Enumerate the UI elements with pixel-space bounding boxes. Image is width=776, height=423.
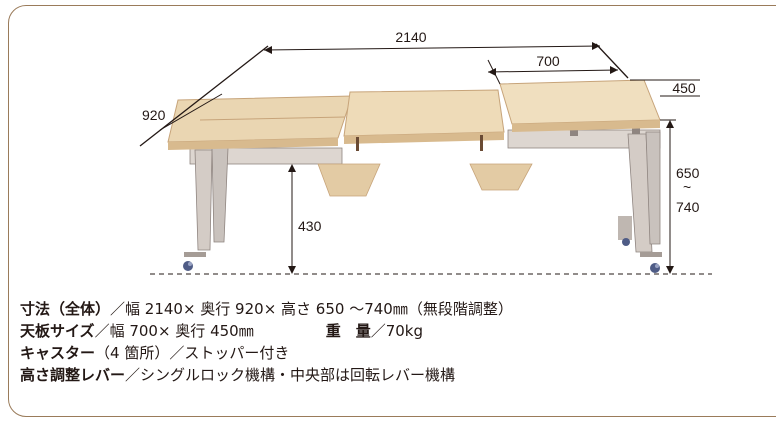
dimension-height-range: 650 ~ 740 bbox=[660, 119, 700, 274]
spec-lever-label: 高さ調整レバー bbox=[20, 366, 126, 384]
right-table bbox=[499, 79, 662, 273]
content-frame bbox=[8, 5, 776, 417]
spec-lever: 高さ調整レバー／シングルロック機構・中央部は回転レバー機構 bbox=[20, 364, 760, 386]
height-range-sep: ~ bbox=[683, 179, 691, 195]
height-min-label: 650 bbox=[676, 165, 700, 181]
top-width-label: 700 bbox=[536, 53, 560, 69]
spec-top-size: 天板サイズ／幅 700× 奥行 450㎜ 重 量／70kg bbox=[20, 320, 760, 342]
spec-lever-value: ／シングルロック機構・中央部は回転レバー機構 bbox=[125, 366, 456, 384]
spec-caster-value: （4 箇所）／ストッパー付き bbox=[95, 344, 290, 362]
dimension-depth-total: 920 bbox=[142, 93, 223, 131]
spec-top-value: ／幅 700× 奥行 450㎜ bbox=[94, 322, 254, 340]
center-table bbox=[317, 89, 533, 197]
spec-caster-label: キャスター bbox=[20, 344, 96, 362]
lower-height-label: 430 bbox=[298, 218, 322, 234]
dimension-top-depth: 450 bbox=[630, 79, 700, 97]
top-depth-label: 450 bbox=[672, 80, 696, 96]
spec-weight-value: ／70kg bbox=[370, 322, 424, 340]
width-total-label: 2140 bbox=[395, 29, 426, 45]
spec-list: 寸法（全体）／幅 2140× 奥行 920× 高さ 650 ～740㎜（無段階調… bbox=[20, 298, 760, 386]
spec-overall-value: ／幅 2140× 奥行 920× 高さ 650 ～740㎜（無段階調整） bbox=[110, 300, 513, 318]
spec-top-label: 天板サイズ bbox=[20, 322, 95, 340]
dimension-lower-height: 430 bbox=[288, 164, 322, 274]
desk-figure: 2140 700 450 920 650 ~ 740 430 bbox=[139, 29, 712, 275]
dimension-top-width: 700 bbox=[487, 53, 619, 85]
spec-overall-label: 寸法（全体） bbox=[20, 300, 111, 318]
depth-total-label: 920 bbox=[142, 107, 166, 123]
spec-caster: キャスター（4 箇所）／ストッパー付き bbox=[20, 342, 760, 364]
height-max-label: 740 bbox=[676, 199, 700, 215]
spec-weight-label: 重 量 bbox=[325, 322, 371, 340]
left-table bbox=[167, 95, 353, 271]
spec-overall: 寸法（全体）／幅 2140× 奥行 920× 高さ 650 ～740㎜（無段階調… bbox=[20, 298, 760, 320]
